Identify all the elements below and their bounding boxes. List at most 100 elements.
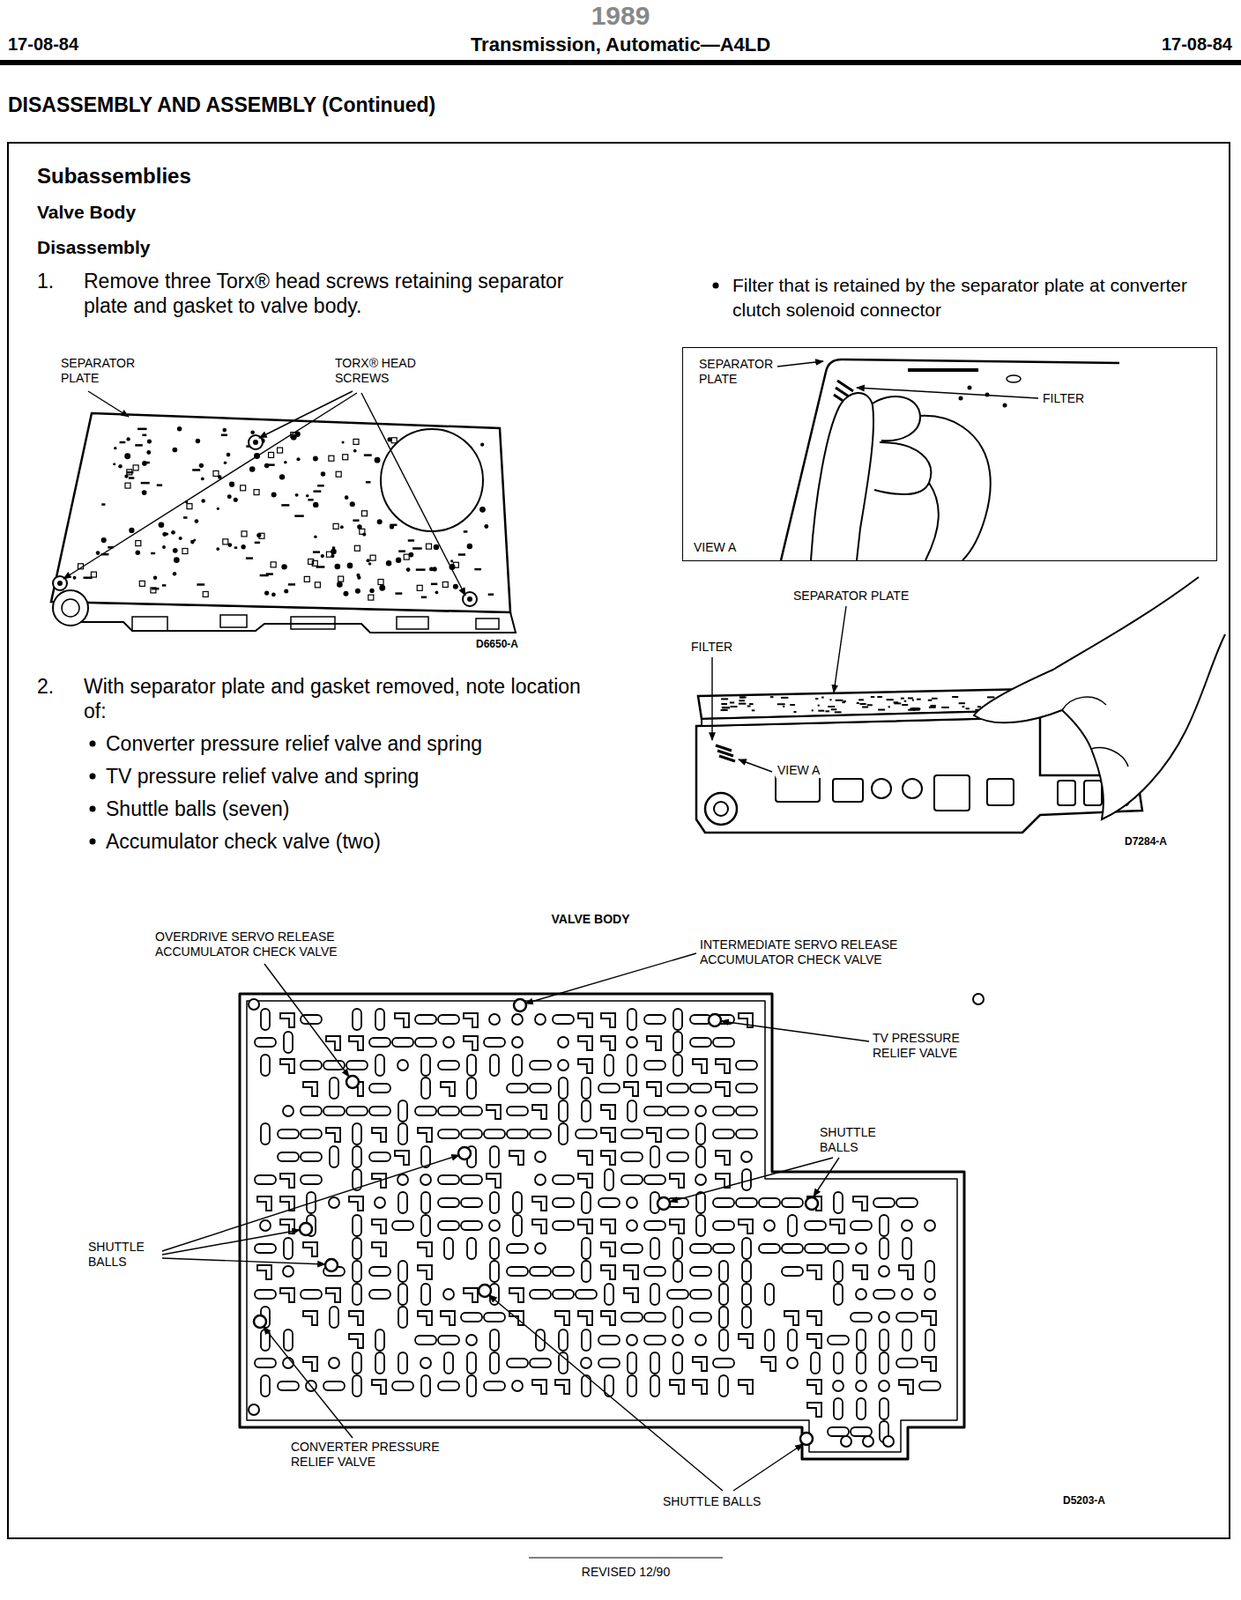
plate-hole	[479, 506, 486, 513]
fluid-channel	[438, 1107, 460, 1116]
fluid-channel	[506, 1084, 528, 1093]
plate-hole	[901, 704, 908, 706]
fluid-channel	[644, 1336, 666, 1346]
fluid-port	[489, 1014, 500, 1026]
plate-hole	[178, 536, 183, 541]
plate-slot	[260, 574, 269, 578]
step-number: 1.	[37, 268, 73, 294]
fluid-channel	[490, 1238, 499, 1260]
plate-port	[361, 511, 367, 517]
fluid-channel	[346, 1107, 368, 1116]
fluid-channel	[438, 1015, 460, 1025]
fluid-port	[282, 1106, 294, 1117]
fluid-port	[512, 1381, 523, 1392]
callout-label: FILTER	[691, 639, 762, 655]
header-rule	[0, 59, 1241, 66]
fluid-channel	[578, 1311, 593, 1326]
fluid-channel	[621, 1129, 643, 1139]
fluid-channel	[529, 1061, 551, 1071]
fluid-channel	[850, 1221, 872, 1231]
plate-hole	[859, 703, 866, 706]
plate-hole	[153, 576, 157, 580]
plate-port	[391, 438, 397, 444]
solenoid-connector	[61, 599, 80, 617]
filter	[715, 745, 736, 762]
plate-port	[338, 576, 344, 582]
fluid-channel	[277, 1382, 299, 1391]
fluid-channel	[398, 1123, 408, 1145]
plate-slot	[398, 549, 406, 553]
plate-slot	[474, 568, 482, 572]
fluid-channel	[879, 1330, 889, 1352]
leader-line	[738, 759, 773, 773]
fluid-channel	[719, 1307, 729, 1329]
fluid-port	[626, 1197, 638, 1209]
callout-label: SHUTTLE BALLS	[88, 1240, 159, 1271]
leader-line	[489, 1295, 723, 1492]
plate-hole	[141, 460, 148, 467]
fluid-channel	[398, 1261, 408, 1283]
fluid-channel	[398, 1284, 408, 1306]
fluid-port	[901, 1220, 913, 1232]
plate-hole	[177, 426, 182, 432]
fluid-port	[420, 1358, 432, 1369]
plate-hole	[193, 539, 196, 543]
fluid-channel	[601, 1036, 616, 1051]
fluid-channel	[467, 1238, 476, 1260]
plate-hole	[330, 554, 335, 558]
fluid-channel	[715, 1082, 730, 1097]
plate-slot	[150, 552, 156, 556]
fluid-port	[443, 1289, 454, 1301]
fluid-channel	[833, 1192, 843, 1214]
fluid-port	[626, 1220, 638, 1232]
fluid-channel	[713, 1038, 735, 1048]
fluid-channel	[581, 1330, 591, 1352]
fluid-channel	[352, 1215, 362, 1237]
plate-hole	[827, 705, 835, 708]
leader-line	[733, 1444, 803, 1492]
plate-slot	[288, 583, 296, 587]
plate-hole	[229, 482, 235, 488]
fluid-channel	[506, 1267, 528, 1277]
fluid-channel	[398, 1100, 408, 1123]
fluid-channel	[490, 1192, 499, 1214]
plate-slot	[907, 368, 979, 372]
plate-hole	[355, 588, 361, 595]
fluid-channel	[371, 1128, 387, 1143]
fluid-channel	[375, 1330, 385, 1352]
fluid-channel	[532, 1196, 547, 1212]
fluid-channel	[925, 1261, 935, 1283]
plate-hole	[453, 584, 459, 590]
fluid-channel	[784, 1311, 799, 1326]
step-text: Remove three Torx® head screws retaining…	[83, 268, 600, 319]
fluid-channel	[856, 1352, 866, 1375]
bullet-text: TV pressure relief valve and spring	[105, 764, 600, 789]
plate-port	[277, 447, 283, 454]
fluid-channel	[369, 1084, 391, 1093]
fluid-channel	[627, 1009, 637, 1031]
plate-hole	[386, 560, 392, 566]
plate-slot	[119, 441, 127, 445]
fluid-channel	[624, 1082, 639, 1097]
plate-slot	[312, 490, 321, 493]
plate-slot	[196, 583, 205, 587]
ball-location	[299, 1223, 313, 1236]
leader-lines	[63, 361, 1039, 1492]
watermark-year: 1989	[576, 0, 665, 32]
fluid-channel	[444, 1352, 454, 1375]
plate-hole	[777, 703, 786, 706]
fluid-port	[878, 1381, 890, 1392]
plate-hole	[870, 696, 875, 699]
fluid-port	[832, 1381, 844, 1392]
fluid-channel	[621, 1244, 643, 1254]
fluid-channel	[713, 1107, 735, 1116]
fluid-channel	[392, 1382, 414, 1391]
plate-hole	[283, 460, 288, 465]
plate-hole	[987, 696, 995, 699]
fluid-channel	[742, 1307, 751, 1329]
fluid-channel	[369, 1038, 391, 1048]
fluid-port	[397, 1174, 409, 1186]
fluid-channel	[896, 1359, 918, 1368]
fluid-channel	[696, 1192, 706, 1214]
fluid-channel	[506, 1359, 528, 1368]
